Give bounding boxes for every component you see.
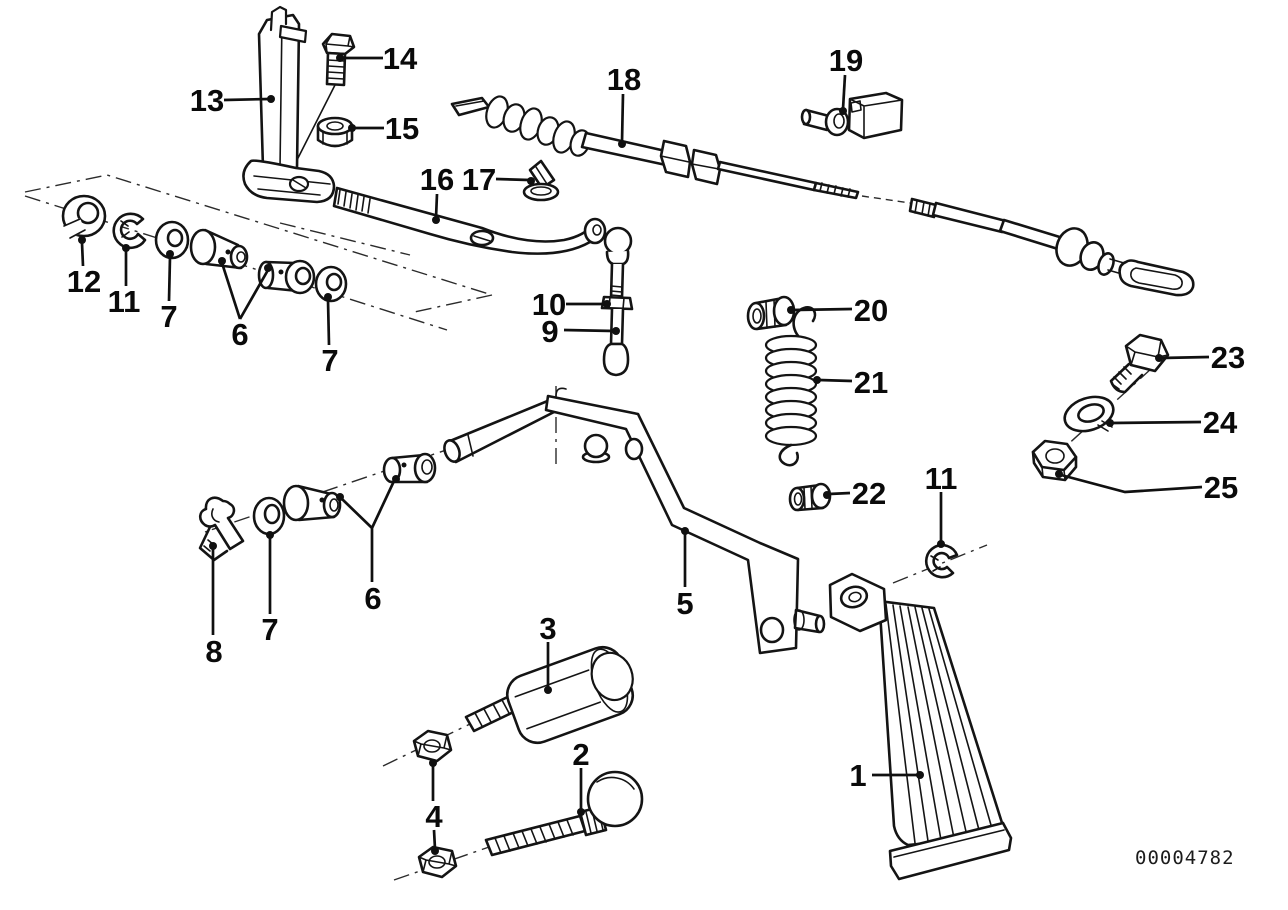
callout-label: 7 [261, 612, 278, 647]
callout-label: 24 [1203, 405, 1238, 440]
callout-label: 1 [849, 758, 866, 793]
callout-label: 10 [532, 287, 566, 322]
callout-11b: 11 [925, 461, 958, 548]
part-19-cable-holder [800, 91, 904, 140]
callout-label: 7 [160, 299, 177, 334]
part-23-bolt [1109, 333, 1170, 394]
callout-7c: 7 [261, 531, 279, 647]
callout-21: 21 [813, 365, 888, 400]
callout-12: 12 [67, 236, 101, 299]
callout-1: 1 [849, 758, 924, 793]
callout-3: 3 [539, 611, 557, 694]
callout-23: 23 [1155, 340, 1245, 375]
callout-16: 16 [420, 162, 454, 224]
callout-13: 13 [190, 83, 275, 118]
callout-14: 14 [336, 41, 418, 76]
part-7-washer-a [154, 220, 190, 260]
part-2-knurled-screw [484, 770, 644, 857]
callout-label: 16 [420, 162, 454, 197]
callout-label: 12 [67, 264, 101, 299]
callout-label: 21 [854, 365, 888, 400]
callout-22: 22 [823, 476, 886, 511]
callout-label: 18 [607, 62, 641, 97]
callout-6b: 6 [336, 475, 400, 616]
part-7-washer-b [314, 265, 348, 303]
callout-label: 11 [925, 461, 958, 496]
callout-20: 20 [787, 293, 888, 328]
callout-label: 14 [383, 41, 418, 76]
callout-label: 13 [190, 83, 224, 118]
callout-9: 9 [541, 314, 620, 349]
part-18-throttle-cable [450, 95, 1195, 297]
callout-label: 19 [829, 43, 863, 78]
callout-label: 5 [676, 586, 693, 621]
callout-19: 19 [829, 43, 863, 115]
callout-label: 7 [321, 343, 338, 378]
callout-7b: 7 [321, 293, 339, 378]
part-13-bracket [242, 5, 336, 204]
callout-label: 6 [364, 581, 381, 616]
part-5-lever [443, 387, 826, 655]
callout-label: 6 [231, 317, 248, 352]
callout-label: 17 [462, 162, 496, 197]
callout-7a: 7 [160, 250, 178, 334]
callout-label: 23 [1211, 340, 1245, 375]
callout-10: 10 [532, 287, 611, 322]
part-6-bushing-pair-b [282, 452, 437, 522]
callout-17: 17 [462, 162, 535, 197]
part-4-nuts [412, 729, 458, 879]
callout-24: 24 [1106, 405, 1238, 440]
part-8-spring-clip [198, 496, 245, 562]
part-25-nut [1031, 439, 1078, 482]
callout-2: 2 [572, 737, 590, 816]
callout-label: 8 [205, 634, 222, 669]
callout-label: 4 [425, 799, 443, 834]
callout-5: 5 [676, 527, 694, 621]
callout-18: 18 [607, 62, 641, 148]
part-15-nut [316, 116, 354, 148]
callout-11a: 11 [108, 244, 141, 319]
callout-15: 15 [348, 111, 419, 146]
part-21-spring [764, 306, 818, 467]
callout-label: 3 [539, 611, 556, 646]
callout-label: 15 [385, 111, 419, 146]
part-6-bushing-pair-a [189, 228, 316, 295]
callout-label: 2 [572, 737, 589, 772]
callout-4: 4 [425, 759, 443, 855]
part-7-washer-c [252, 496, 286, 536]
callout-label: 9 [541, 314, 558, 349]
callout-25: 25 [1055, 470, 1238, 505]
part-1-accelerator-pedal [828, 572, 1013, 881]
part-22-bushing [788, 482, 832, 512]
callout-label: 20 [854, 293, 888, 328]
part-12-bushing [61, 194, 107, 239]
callout-8: 8 [205, 542, 223, 669]
callout-6a: 6 [218, 257, 272, 352]
part-11-circlip-b [924, 543, 959, 579]
callout-label: 25 [1204, 470, 1238, 505]
part-3-adjusting-screw [464, 645, 635, 745]
image-code: 00004782 [1135, 847, 1235, 869]
part-16-splined-lever [332, 186, 607, 255]
callout-label: 22 [852, 476, 886, 511]
part-24-lock-washer [1063, 395, 1115, 433]
part-20-bushing [746, 295, 796, 331]
part-11-circlip-a [112, 212, 147, 250]
callout-label: 11 [108, 284, 141, 319]
part-17-grommet [522, 159, 560, 202]
